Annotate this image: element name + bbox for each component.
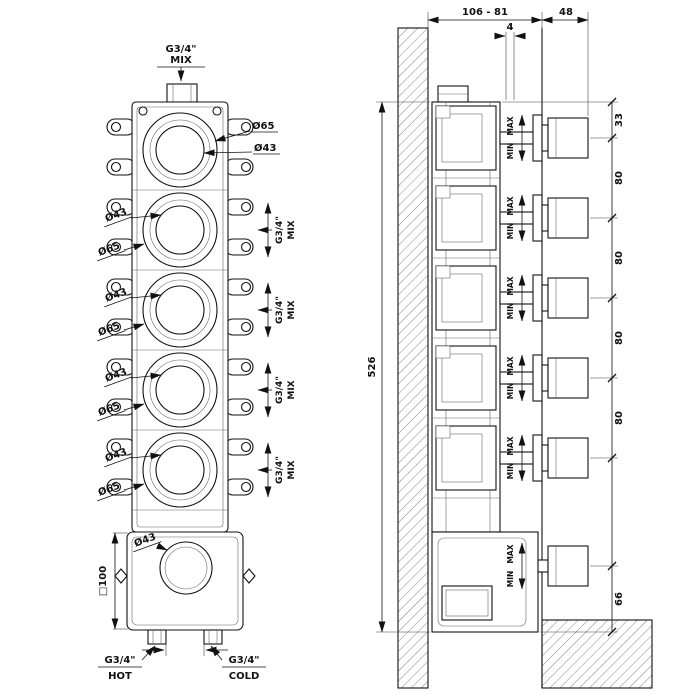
side-module-1: [435, 105, 589, 171]
cold-port-label: G3/4" COLD: [210, 645, 266, 682]
knob2-max: MAX: [506, 196, 515, 215]
mix2-thread: G3/4": [275, 296, 285, 324]
side-module-2: [435, 185, 589, 251]
knob4-min: MIN: [506, 383, 515, 400]
knob1-min: MIN: [506, 143, 515, 160]
front-top-mix-label: G3/4" MIX: [157, 44, 205, 82]
dim-right-80a: 80: [614, 171, 625, 185]
front-top-fitting: [166, 83, 198, 103]
knob6-max: MAX: [506, 544, 515, 563]
top-port-type: MIX: [170, 55, 192, 66]
valve-circle-2: [142, 192, 218, 268]
label-d43-top: Ø43: [254, 142, 276, 154]
side-view: MAX MIN MAX MIN MAX MIN MAX MIN MAX MIN …: [367, 7, 653, 689]
label-square-100: □100: [98, 566, 109, 596]
box-ear-left: [114, 568, 128, 584]
mix3-thread: G3/4": [275, 376, 285, 404]
mix1-thread: G3/4": [275, 216, 285, 244]
dim-right-80c: 80: [614, 331, 625, 345]
side-top-dimensions: 106 - 81 48 4: [427, 7, 589, 116]
valve-circle-4: [142, 352, 218, 428]
knob4-max: MAX: [506, 356, 515, 375]
cold-thread: G3/4": [229, 655, 260, 666]
front-valve-body: [131, 101, 229, 533]
wall-section: [397, 27, 653, 689]
dim-total-height: 526: [367, 357, 378, 378]
side-modules: [435, 105, 589, 491]
box-ear-right: [242, 568, 256, 584]
dim-right-66: 66: [614, 592, 625, 606]
front-mounting-ears-right: [224, 118, 254, 496]
knob1-max: MAX: [506, 116, 515, 135]
side-module-4: [435, 345, 589, 411]
wall-section-bottom: [541, 619, 653, 689]
mix1-type: MIX: [287, 220, 297, 239]
front-valve-circles: [142, 112, 218, 508]
side-module-5: [435, 425, 589, 491]
front-bottom-ports: G3/4" HOT G3/4" COLD: [98, 629, 266, 682]
side-module-3: [435, 265, 589, 331]
front-mix-outlet-labels: G3/4" MIX G3/4" MIX G3/4" MIX G3/4" MIX: [257, 202, 297, 498]
hot-port-label: G3/4" HOT: [98, 645, 156, 682]
valve-circle-3: [142, 272, 218, 348]
front-mounting-ears-left: [106, 118, 136, 496]
dim-plate-thickness: 4: [507, 22, 514, 33]
cold-type: COLD: [229, 671, 260, 682]
side-height-dimension: 526: [367, 101, 430, 633]
side-right-dimension-chain: 33 80 80 80 80 66: [502, 97, 625, 637]
hot-thread: G3/4": [105, 655, 136, 666]
dim-right-80d: 80: [614, 411, 625, 425]
mix2-type: MIX: [287, 300, 297, 319]
dim-knob-protrusion: 48: [559, 7, 573, 18]
front-left-dia-labels: Ø43 Ø65 Ø43 Ø65 Ø43 Ø65 Ø43 Ø65: [96, 206, 162, 502]
mix3-type: MIX: [287, 380, 297, 399]
valve-circle-5: [142, 432, 218, 508]
knob-minmax-marks: MAX MIN MAX MIN MAX MIN MAX MIN MAX MIN …: [506, 114, 526, 590]
front-top-circle-labels: Ø65 Ø43: [203, 120, 280, 157]
knob3-max: MAX: [506, 276, 515, 295]
knob3-min: MIN: [506, 303, 515, 320]
knob2-min: MIN: [506, 223, 515, 240]
dim-right-33: 33: [614, 113, 625, 127]
knob6-min: MIN: [506, 571, 515, 588]
knob5-max: MAX: [506, 436, 515, 455]
knob5-min: MIN: [506, 463, 515, 480]
dim-right-80b: 80: [614, 251, 625, 265]
front-view: G3/4" MIX: [96, 44, 297, 682]
front-mixer-box: Ø43 □100: [98, 531, 256, 631]
mix4-type: MIX: [287, 460, 297, 479]
top-port-thread: G3/4": [166, 44, 197, 55]
label-d65-top: Ø65: [252, 120, 274, 132]
dim-depth-range: 106 - 81: [462, 7, 508, 18]
hot-type: HOT: [108, 671, 132, 682]
mix4-thread: G3/4": [275, 456, 285, 484]
